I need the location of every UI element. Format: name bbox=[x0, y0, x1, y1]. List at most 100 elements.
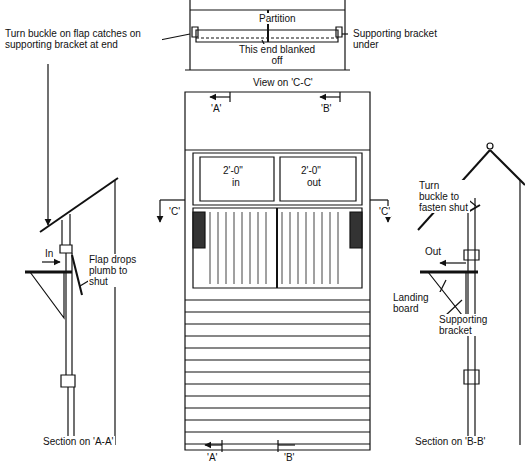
front-elevation bbox=[160, 199, 185, 200]
front-elevation bbox=[193, 153, 362, 205]
drawing-label: Supporting bracket bbox=[438, 314, 510, 336]
trap-bars bbox=[226, 212, 227, 284]
drawing-label: 'C' bbox=[378, 206, 391, 217]
section-a-a bbox=[61, 220, 62, 245]
trap-bars bbox=[210, 212, 211, 284]
section-b-b bbox=[519, 180, 520, 445]
trap-bars bbox=[306, 212, 307, 284]
trap-bars bbox=[258, 212, 259, 284]
front-elevation bbox=[350, 212, 362, 248]
section-a-a bbox=[25, 178, 118, 445]
front-elevation bbox=[193, 212, 205, 248]
trap-bars bbox=[330, 212, 331, 284]
front-elevation bbox=[277, 440, 278, 452]
front-elevation bbox=[193, 208, 362, 288]
drawing-label: Flap drops plumb to shut bbox=[88, 254, 142, 287]
front-elevation bbox=[205, 444, 222, 445]
drawing-label: Supporting bracket under bbox=[352, 28, 444, 50]
trap-bars bbox=[338, 212, 339, 284]
section-a-a bbox=[30, 272, 64, 318]
weatherboarding bbox=[185, 335, 370, 336]
trap-bars bbox=[322, 212, 323, 284]
weatherboarding bbox=[185, 407, 370, 408]
drawing-label: in bbox=[231, 177, 241, 188]
trap-bars bbox=[218, 212, 219, 284]
drawing-label: Landing board bbox=[392, 292, 442, 314]
section-b-b bbox=[464, 250, 479, 260]
front-elevation bbox=[278, 444, 295, 445]
trap-bars bbox=[234, 212, 235, 284]
drawing-label: out bbox=[306, 177, 322, 188]
section-a-a bbox=[25, 271, 72, 274]
drawing-label: 2'-0" bbox=[300, 165, 322, 176]
front-elevation bbox=[185, 149, 370, 150]
drawing-label: 'B' bbox=[283, 452, 296, 463]
trap-bars bbox=[266, 212, 267, 284]
weatherboarding bbox=[185, 395, 370, 396]
front-elevation bbox=[185, 92, 370, 450]
front-elevation bbox=[229, 92, 230, 102]
drawing-label: Section on 'A-A' bbox=[42, 436, 115, 447]
plan-view bbox=[185, 0, 350, 70]
section-a-a bbox=[114, 180, 115, 445]
trap-bars bbox=[314, 212, 315, 284]
drawing-label: 'C' bbox=[168, 206, 181, 217]
weatherboarding bbox=[185, 359, 370, 360]
drawing-label: 2'-0" bbox=[222, 165, 244, 176]
drawing-label: Turn buckle to fasten shut bbox=[418, 180, 470, 213]
section-b-b bbox=[490, 150, 525, 185]
front-elevation bbox=[200, 157, 274, 201]
drawing-label: Out bbox=[424, 246, 442, 257]
front-elevation bbox=[210, 96, 230, 97]
trap-bars bbox=[242, 212, 243, 284]
drawing-label: View on 'C-C' bbox=[252, 77, 314, 88]
leader-line bbox=[160, 34, 190, 40]
section-a-a bbox=[72, 255, 82, 295]
front-elevation bbox=[339, 92, 340, 102]
front-elevation bbox=[159, 200, 160, 222]
weatherboarding bbox=[185, 371, 370, 372]
section-b-b bbox=[487, 143, 493, 149]
drawing-label: 'A' bbox=[206, 452, 219, 463]
front-elevation bbox=[160, 92, 388, 452]
weatherboarding bbox=[185, 323, 370, 324]
section-a-a bbox=[40, 178, 118, 232]
plan-view bbox=[336, 27, 342, 37]
section-b-b bbox=[464, 370, 479, 384]
trap-bars bbox=[210, 212, 338, 284]
front-elevation bbox=[276, 208, 278, 288]
section-a-a bbox=[60, 245, 72, 253]
leader-line bbox=[47, 64, 48, 225]
drawing-label: Partition bbox=[258, 13, 297, 24]
front-elevation bbox=[320, 96, 340, 97]
weatherboarding bbox=[185, 383, 370, 384]
drawing-label: 'B' bbox=[320, 103, 333, 114]
plan-view bbox=[342, 33, 348, 34]
section-a-a bbox=[42, 261, 60, 262]
weatherboarding bbox=[185, 311, 370, 312]
drawing-label: In bbox=[44, 248, 54, 259]
section-b-b bbox=[440, 262, 466, 263]
plan-view bbox=[192, 27, 198, 37]
front-elevation bbox=[221, 440, 222, 452]
drawing-label: This end blanked off bbox=[236, 44, 318, 66]
plan-view bbox=[185, 69, 350, 70]
weatherboarding bbox=[185, 419, 370, 420]
trap-bars bbox=[298, 212, 299, 284]
weatherboarding bbox=[185, 347, 370, 348]
drawing-label: Section on 'B-B' bbox=[414, 436, 487, 447]
weatherboarding bbox=[185, 299, 370, 300]
drawing-label: Turn buckle on flap catches on supportin… bbox=[4, 28, 162, 50]
leader-line bbox=[48, 34, 190, 225]
section-b-b bbox=[418, 150, 490, 230]
trap-bars bbox=[290, 212, 291, 284]
front-elevation bbox=[370, 199, 388, 200]
front-elevation bbox=[280, 157, 356, 201]
trap-bars bbox=[250, 212, 251, 284]
drawing-label: 'A' bbox=[210, 103, 223, 114]
trap-bars bbox=[282, 212, 283, 284]
weatherboarding bbox=[185, 431, 370, 432]
